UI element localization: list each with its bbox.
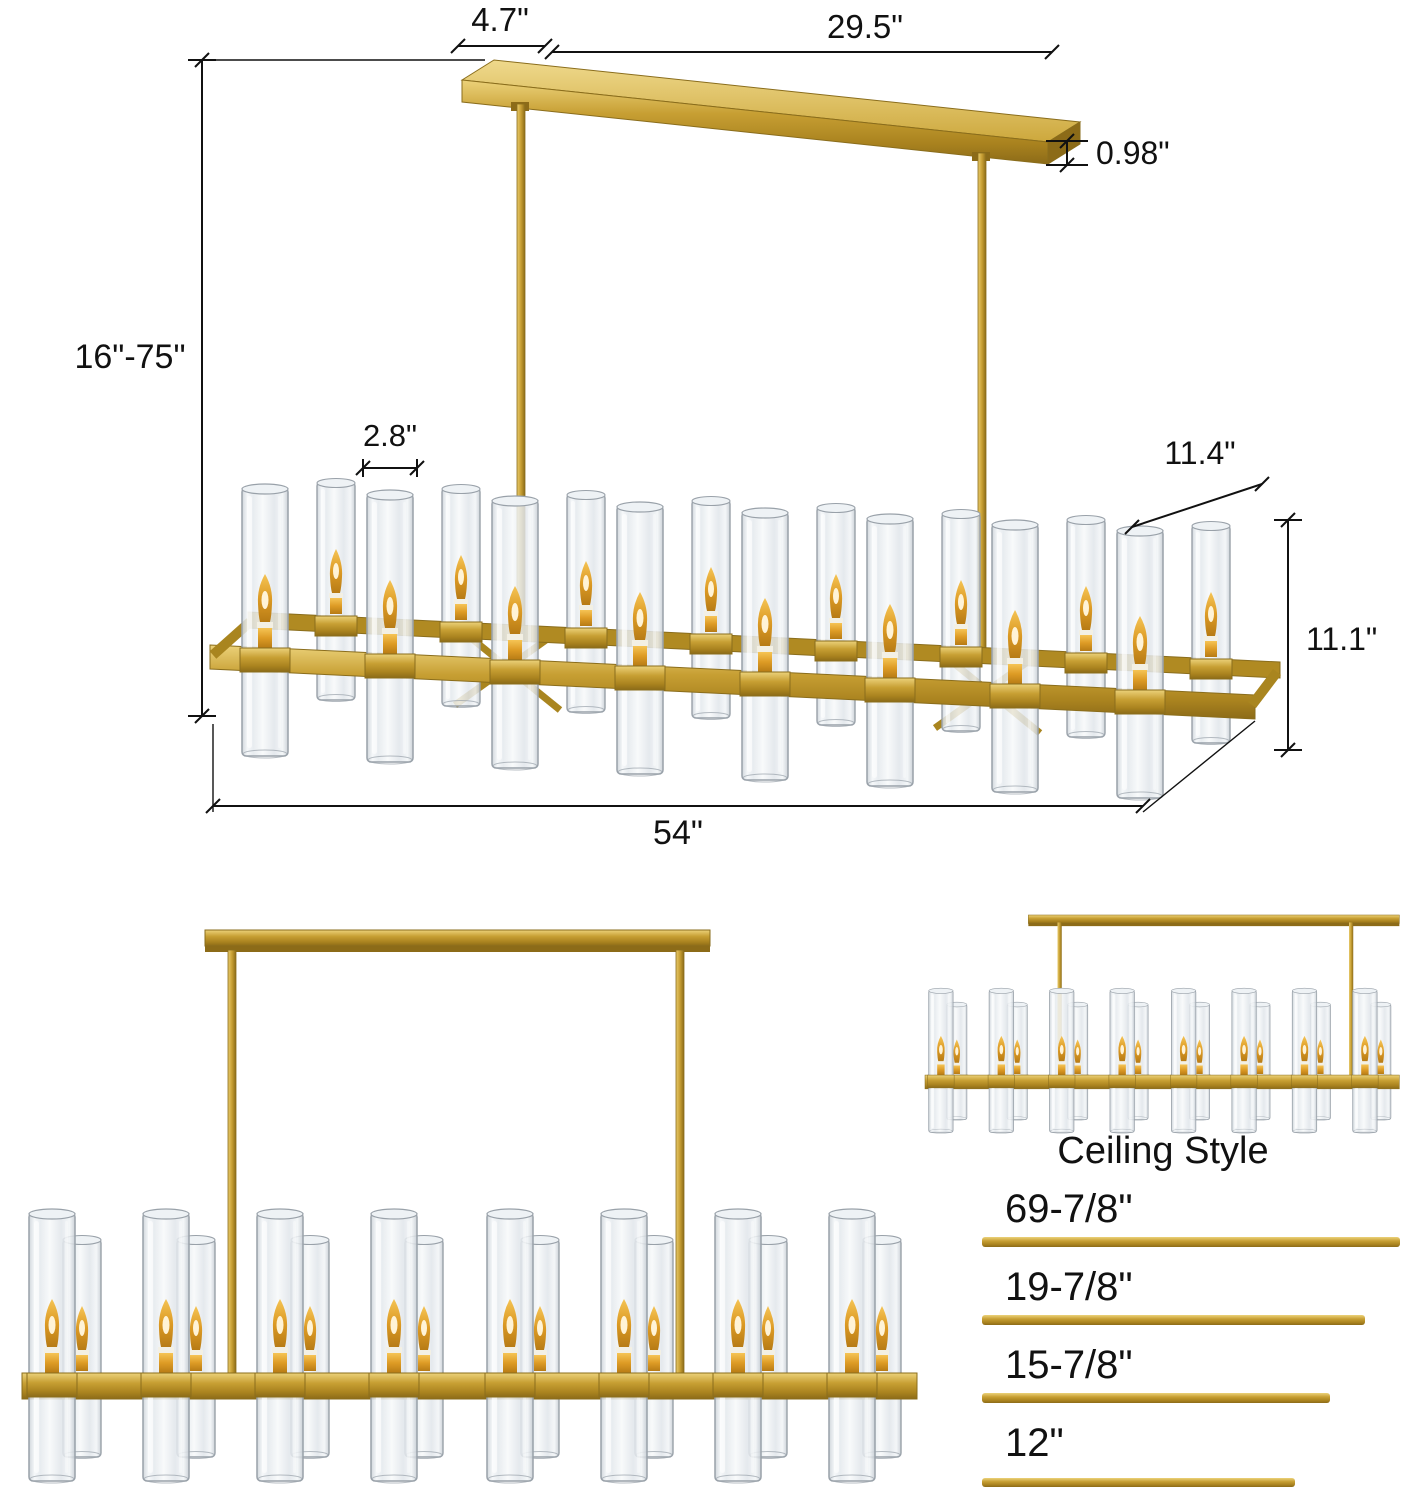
light-bar xyxy=(925,988,1399,1133)
hanging-rod xyxy=(227,949,237,1374)
rod-length-bar xyxy=(982,1315,1365,1325)
rod-length-label: 12" xyxy=(1005,1421,1064,1465)
dim-canopy-length: 29.5" xyxy=(544,8,1060,60)
adjustable-height-label: 16"-75" xyxy=(74,338,185,376)
canopy-length-label: 29.5" xyxy=(827,8,903,45)
dim-canopy-thickness: 0.98" xyxy=(1046,133,1170,173)
ceiling-style-label: Ceiling Style xyxy=(1057,1130,1268,1172)
frame-end-cap xyxy=(1248,668,1281,709)
chandelier-perspective-view xyxy=(209,59,1281,801)
glass-shade xyxy=(739,507,791,783)
chandelier-ceiling-style xyxy=(925,914,1400,1133)
rod-length-label: 15-7/8" xyxy=(1005,1343,1133,1387)
rod-length-bar xyxy=(982,1237,1400,1247)
dim-fixture-length: 54" xyxy=(205,720,1256,852)
ceiling-canopy xyxy=(204,929,711,947)
hanging-rod xyxy=(1349,922,1354,1077)
frame-depth-label: 11.4" xyxy=(1164,435,1235,471)
glass-shade xyxy=(1114,525,1166,801)
light-bar xyxy=(22,1209,917,1483)
chandelier-front-view xyxy=(22,929,917,1483)
rod-length-label: 19-7/8" xyxy=(1005,1265,1133,1309)
glass-shade xyxy=(239,483,291,759)
dim-canopy-depth: 4.7" xyxy=(450,1,553,54)
hanging-rod xyxy=(675,949,685,1374)
canopy-edge xyxy=(205,946,710,952)
dim-adjustable-height: 16"-75" xyxy=(74,52,485,724)
glass-shade xyxy=(364,489,416,765)
rod-length-bar xyxy=(982,1478,1295,1487)
glass-shade xyxy=(489,495,541,771)
rod-length-options: 69-7/8" 19-7/8" 15-7/8" 12" xyxy=(982,1187,1400,1487)
dim-shade-diameter: 2.8" xyxy=(355,418,425,477)
glass-shade xyxy=(614,501,666,777)
rod-length-bar xyxy=(982,1393,1330,1403)
dim-shade-height: 11.1" xyxy=(1274,512,1377,758)
canopy-depth-label: 4.7" xyxy=(471,1,529,38)
ceiling-canopy xyxy=(1028,914,1400,924)
canopy-edge xyxy=(1028,923,1400,927)
canopy-thickness-label: 0.98" xyxy=(1096,135,1170,171)
glass-shade xyxy=(989,519,1041,795)
shade-height-label: 11.1" xyxy=(1306,621,1377,657)
glass-shade xyxy=(864,513,916,789)
rod-length-label: 69-7/8" xyxy=(1005,1187,1133,1231)
dim-frame-depth: 11.4" xyxy=(1124,435,1270,535)
ceiling-canopy xyxy=(460,59,1082,165)
fixture-length-label: 54" xyxy=(653,814,703,852)
shade-diameter-label: 2.8" xyxy=(363,418,417,453)
